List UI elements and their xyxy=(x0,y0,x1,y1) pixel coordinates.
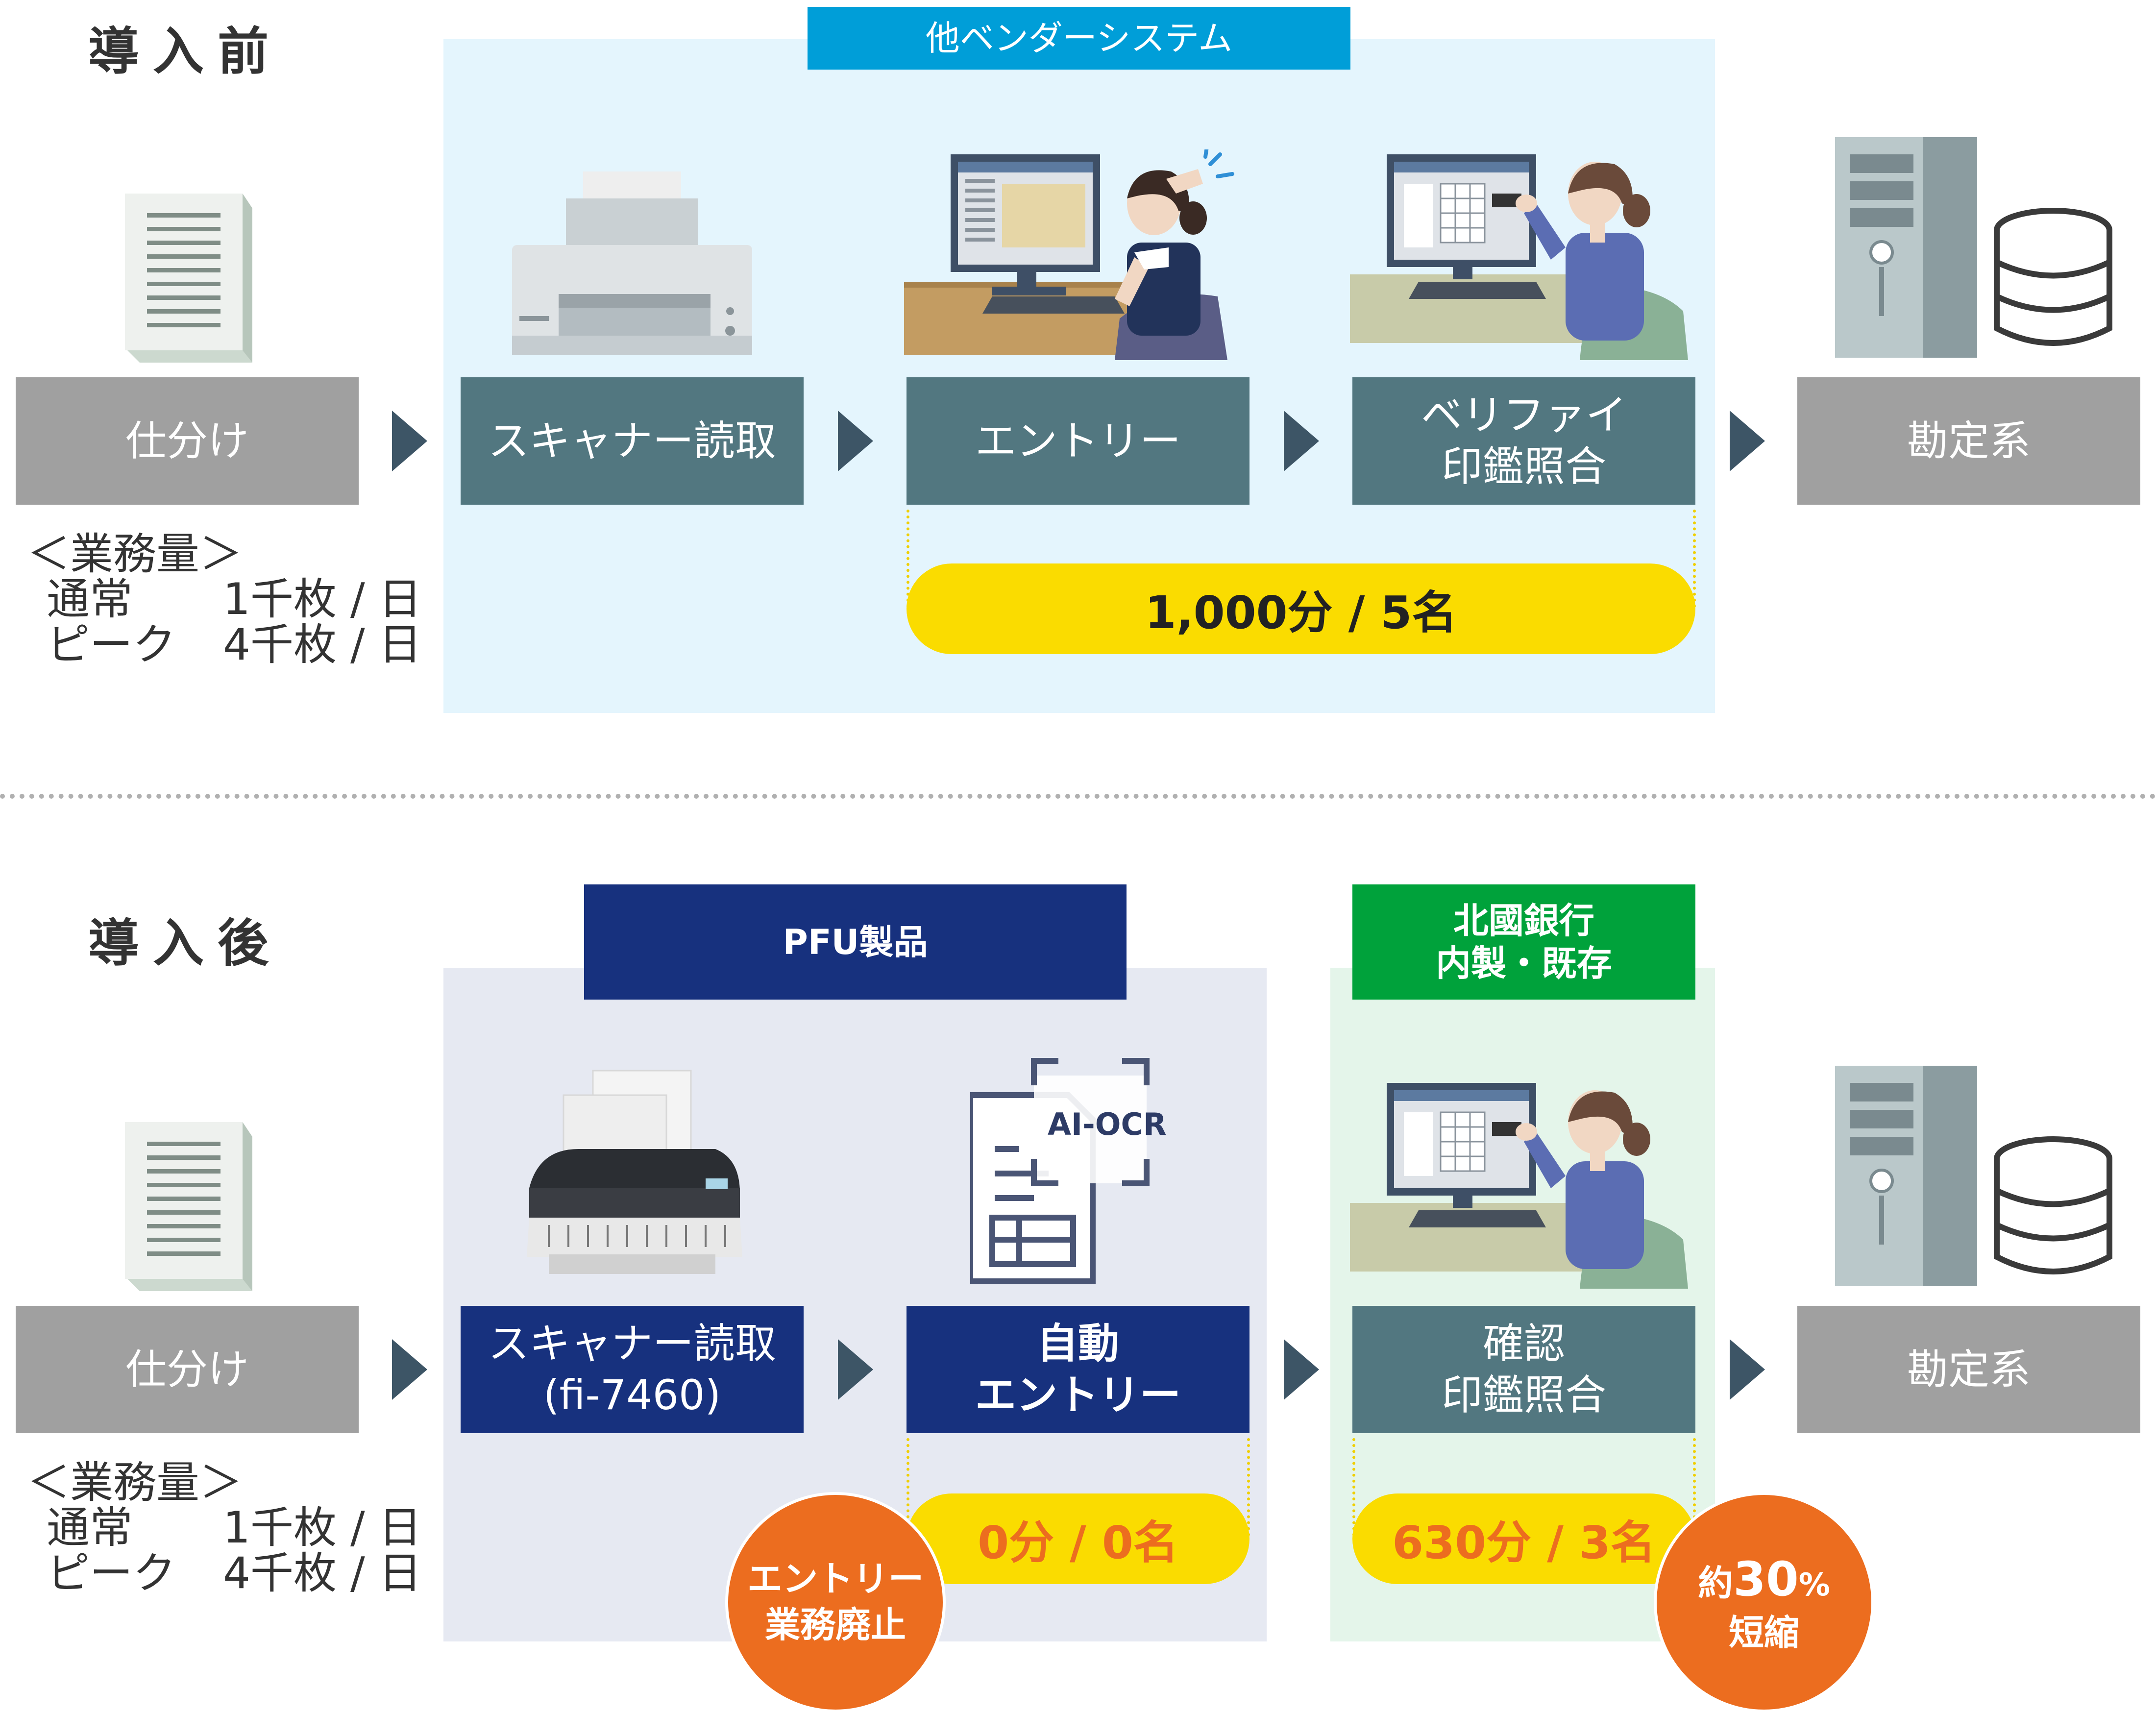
badge-reduction-line1: 約30% xyxy=(1698,1549,1830,1610)
step-sort: 仕分け xyxy=(16,377,359,505)
step-core-label: 勘定系 xyxy=(1907,1345,2031,1394)
badge-entry-abolished: エントリー 業務廃止 xyxy=(725,1492,946,1713)
bracket-line xyxy=(906,510,909,608)
bracket-line xyxy=(1352,1438,1355,1536)
ai-ocr-label: AI-OCR xyxy=(1048,1106,1167,1142)
volume-label: ピーク xyxy=(47,619,176,670)
flow-arrow xyxy=(392,411,427,471)
bracket-line xyxy=(1247,1438,1250,1536)
flow-arrow xyxy=(1284,411,1319,471)
document-icon xyxy=(125,1122,252,1291)
badge-abolish-line1: エントリー xyxy=(747,1558,924,1600)
step-entry-label: エントリー xyxy=(975,416,1181,465)
volume-value: 1千枚 / 日 xyxy=(223,574,422,625)
operator-worried-icon xyxy=(904,149,1234,360)
badge-reduction-suffix: % xyxy=(1798,1566,1830,1603)
operator-verify-icon xyxy=(1350,1083,1688,1289)
flow-arrow xyxy=(1730,1339,1765,1400)
step-auto-label-line1: 自動 xyxy=(1036,1320,1119,1368)
printer-scanner-icon xyxy=(512,171,752,355)
pfu-product-banner: PFU製品 xyxy=(584,884,1127,1000)
step-entry: エントリー xyxy=(906,377,1250,505)
flow-arrow xyxy=(838,1339,873,1400)
step-verify-label-line1: ベリファイ xyxy=(1421,391,1627,439)
volume-after: ＜業務量＞ 通常 1千枚 / 日 ピーク 4千枚 / 日 xyxy=(27,1460,422,1596)
workload-pill-verify: 630分 / 3名 xyxy=(1352,1493,1695,1584)
volume-row-normal: 通常 1千枚 / 日 xyxy=(27,574,422,625)
step-verify: ベリファイ 印鑑照合 xyxy=(1352,377,1695,505)
step-confirm-label-line1: 確認 xyxy=(1482,1320,1565,1368)
bank-banner-line2: 内製・既存 xyxy=(1435,942,1612,984)
step-verify-label-line2: 印鑑照合 xyxy=(1441,442,1606,490)
step-auto-entry: 自動 エントリー xyxy=(906,1306,1250,1433)
after-title: 導入後 xyxy=(88,913,283,973)
bank-inhouse-banner: 北國銀行 内製・既存 xyxy=(1352,884,1695,1000)
volume-header: ＜業務量＞ xyxy=(27,529,243,579)
document-icon xyxy=(125,194,252,363)
badge-reduction-prefix: 約 xyxy=(1698,1562,1734,1604)
server-tower-icon xyxy=(1835,137,1977,358)
volume-label: ピーク xyxy=(47,1547,176,1598)
step-core-banking: 勘定系 xyxy=(1797,1306,2140,1433)
volume-row-normal: 通常 1千枚 / 日 xyxy=(27,1505,422,1550)
operator-verify-icon xyxy=(1350,154,1688,360)
step-scan-fi7460: スキャナー読取 (fi-7460) xyxy=(461,1306,804,1433)
step-scan: スキャナー読取 xyxy=(461,377,804,505)
step-auto-label-line2: エントリー xyxy=(975,1371,1181,1419)
step-sort: 仕分け xyxy=(16,1306,359,1433)
volume-row-peak: ピーク 4千枚 / 日 xyxy=(27,1547,422,1598)
server-tower-icon xyxy=(1835,1066,1977,1286)
step-scan-label-line1: スキャナー読取 xyxy=(488,1320,776,1368)
volume-value: 4千枚 / 日 xyxy=(223,619,422,670)
section-divider xyxy=(0,794,2156,799)
volume-header: ＜業務量＞ xyxy=(27,1457,243,1508)
volume-value: 4千枚 / 日 xyxy=(223,1547,422,1598)
step-sort-label: 仕分け xyxy=(125,1345,249,1394)
database-icon xyxy=(1994,208,2112,346)
volume-row-peak: ピーク 4千枚 / 日 xyxy=(27,622,422,667)
step-sort-label: 仕分け xyxy=(125,416,249,465)
step-scan-label: スキャナー読取 xyxy=(488,416,776,465)
database-icon xyxy=(1994,1136,2112,1274)
before-title: 導入前 xyxy=(88,22,283,81)
bracket-line xyxy=(906,1438,909,1536)
ai-ocr-document-icon xyxy=(970,1058,1150,1284)
step-confirm: 確認 印鑑照合 xyxy=(1352,1306,1695,1433)
volume-value: 1千枚 / 日 xyxy=(223,1502,422,1553)
badge-reduction-line2: 短縮 xyxy=(1728,1612,1799,1653)
flow-arrow xyxy=(1284,1339,1319,1400)
badge-reduction: 約30% 短縮 xyxy=(1654,1492,1874,1713)
workload-pill-entry: 0分 / 0名 xyxy=(906,1493,1250,1584)
step-scan-label-line2: (fi-7460) xyxy=(543,1371,721,1419)
fi7460-scanner-icon xyxy=(527,1070,742,1274)
volume-label: 通常 xyxy=(47,1502,133,1553)
bank-banner-line1: 北國銀行 xyxy=(1453,900,1594,942)
volume-before: ＜業務量＞ 通常 1千枚 / 日 ピーク 4千枚 / 日 xyxy=(27,529,422,667)
badge-reduction-number: 30 xyxy=(1733,1551,1799,1607)
bracket-line xyxy=(1693,510,1696,608)
vendor-system-banner: 他ベンダーシステム xyxy=(808,7,1350,70)
flow-arrow xyxy=(392,1339,427,1400)
volume-label: 通常 xyxy=(47,574,133,625)
flow-arrow xyxy=(838,411,873,471)
bracket-line xyxy=(1693,1438,1696,1536)
workload-pill-before: 1,000分 / 5名 xyxy=(906,563,1695,654)
flow-arrow xyxy=(1730,411,1765,471)
step-core-banking: 勘定系 xyxy=(1797,377,2140,505)
step-core-label: 勘定系 xyxy=(1907,416,2031,465)
badge-abolish-line2: 業務廃止 xyxy=(764,1604,906,1645)
step-confirm-label-line2: 印鑑照合 xyxy=(1441,1371,1606,1419)
